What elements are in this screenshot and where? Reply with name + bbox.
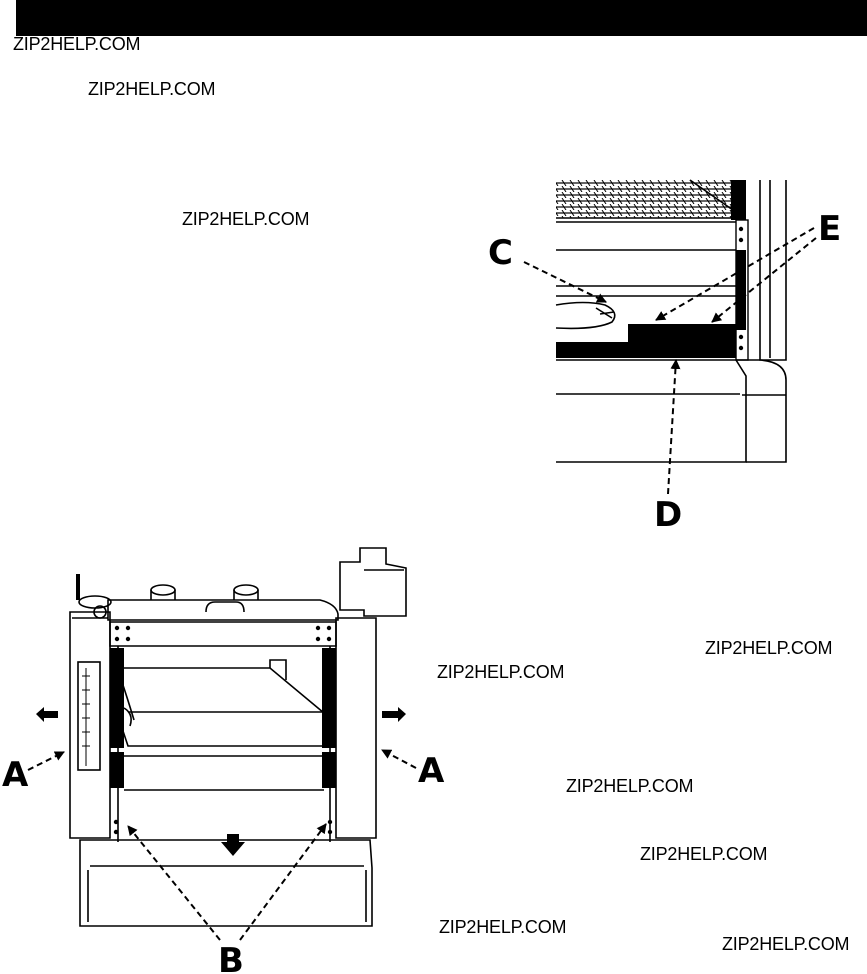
watermark-text: ZIP2HELP.COM (566, 776, 694, 796)
callout-d: D (654, 359, 682, 535)
planer-figure (69, 547, 407, 927)
watermark-text: ZIP2HELP.COM (722, 934, 850, 954)
callout-label-b: B (218, 941, 244, 974)
watermark-text: ZIP2HELP.COM (13, 34, 141, 54)
frame-strip (731, 180, 746, 220)
grate-surface (556, 180, 731, 218)
callout-label-c: C (488, 233, 513, 273)
left-arrow-icon (36, 707, 58, 722)
watermark-text: ZIP2HELP.COM (88, 79, 216, 99)
down-arrow-icon (221, 834, 245, 856)
watermark-text: ZIP2HELP.COM (640, 844, 768, 864)
callout-label-e: E (818, 209, 841, 249)
right-arrow-icon (382, 707, 406, 722)
watermark-text: ZIP2HELP.COM (439, 917, 567, 937)
callout-label-a-left: A (2, 755, 29, 795)
callout-a-left: A (2, 751, 65, 795)
black-plate (628, 324, 736, 344)
callout-e: E (655, 209, 841, 323)
frame-strip (736, 250, 746, 330)
depth-scale (77, 661, 101, 771)
black-bar (556, 342, 736, 358)
watermark-text: ZIP2HELP.COM (705, 638, 833, 658)
callout-c: C (488, 233, 607, 303)
watermark-text: ZIP2HELP.COM (437, 662, 565, 682)
callout-label-d: D (654, 495, 682, 535)
callout-label-a-right: A (418, 751, 445, 791)
callout-b: B (127, 823, 327, 974)
header-bar (16, 0, 867, 36)
detail-figure (555, 179, 787, 463)
callout-a-right: A (381, 749, 445, 791)
watermark-text: ZIP2HELP.COM (182, 209, 310, 229)
